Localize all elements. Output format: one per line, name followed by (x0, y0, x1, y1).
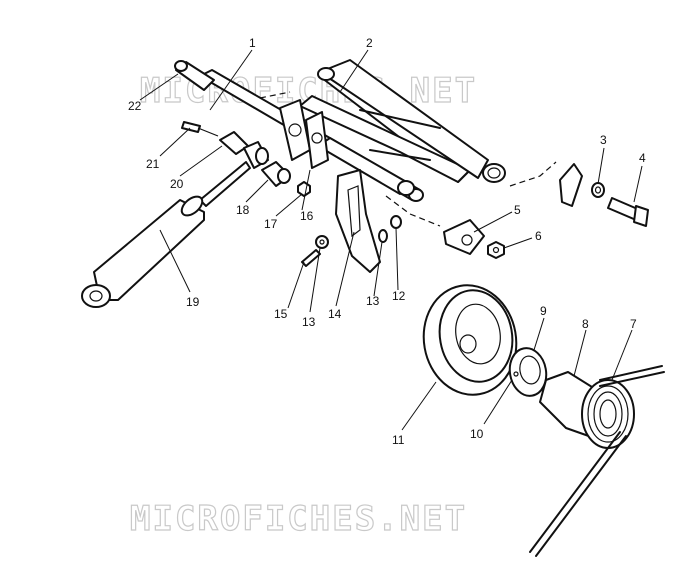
callout-4: 4 (639, 151, 646, 165)
callout-17: 17 (264, 217, 278, 231)
lower-rail-end (397, 180, 415, 196)
part-4-bolt (607, 197, 649, 227)
part-14-arm (335, 169, 381, 273)
part-18-sleeve (261, 161, 291, 187)
part-6-nut (487, 241, 505, 259)
part-3-washer (559, 163, 605, 207)
callout-12: 12 (392, 289, 406, 303)
part-5-block (443, 219, 485, 255)
part-20-spacer (219, 131, 269, 169)
callout-5: 5 (514, 203, 521, 217)
part-13-washer-a (378, 229, 388, 243)
leader-lines (139, 49, 643, 431)
part-22-bushing (174, 60, 215, 91)
part-8-housing (539, 371, 635, 449)
callout-2: 2 (366, 36, 373, 50)
assembly-line-1 (259, 91, 291, 99)
part-2-arm (299, 59, 506, 183)
callout-18: 18 (236, 203, 250, 217)
assembly-line-3 (385, 195, 441, 227)
part-17-nut (297, 181, 311, 197)
assembly-line-2 (509, 161, 557, 187)
callout-13-lower: 13 (302, 315, 316, 329)
callout-19: 19 (186, 295, 200, 309)
watermark-bottom: MICROFICHES.NET (130, 499, 467, 539)
part-12-nut (390, 215, 402, 229)
callout-10: 10 (470, 427, 484, 441)
part-7-spring (529, 365, 665, 557)
part-15-bolt (301, 249, 321, 267)
part-19-shock (81, 161, 251, 308)
part-11-wheel (422, 284, 518, 396)
callout-15: 15 (274, 307, 288, 321)
callout-21: 21 (146, 157, 160, 171)
callout-6: 6 (535, 229, 542, 243)
part-9-bearing (508, 347, 548, 397)
callout-11: 11 (392, 433, 405, 447)
callout-20: 20 (170, 177, 184, 191)
part-13-washer-b (315, 235, 329, 249)
callout-16: 16 (300, 209, 314, 223)
callout-13-upper: 13 (366, 294, 380, 308)
callout-9: 9 (540, 304, 547, 318)
callout-22: 22 (128, 99, 142, 113)
callout-7: 7 (630, 317, 637, 331)
callout-1: 1 (249, 36, 256, 50)
part-21-bolt (181, 121, 219, 137)
callout-labels: 1 2 3 4 5 6 7 8 9 10 11 12 13 13 14 15 1… (128, 36, 646, 447)
callout-14: 14 (328, 307, 342, 321)
callout-8: 8 (582, 317, 589, 331)
callout-3: 3 (600, 133, 607, 147)
part-16-bracket (279, 99, 329, 169)
